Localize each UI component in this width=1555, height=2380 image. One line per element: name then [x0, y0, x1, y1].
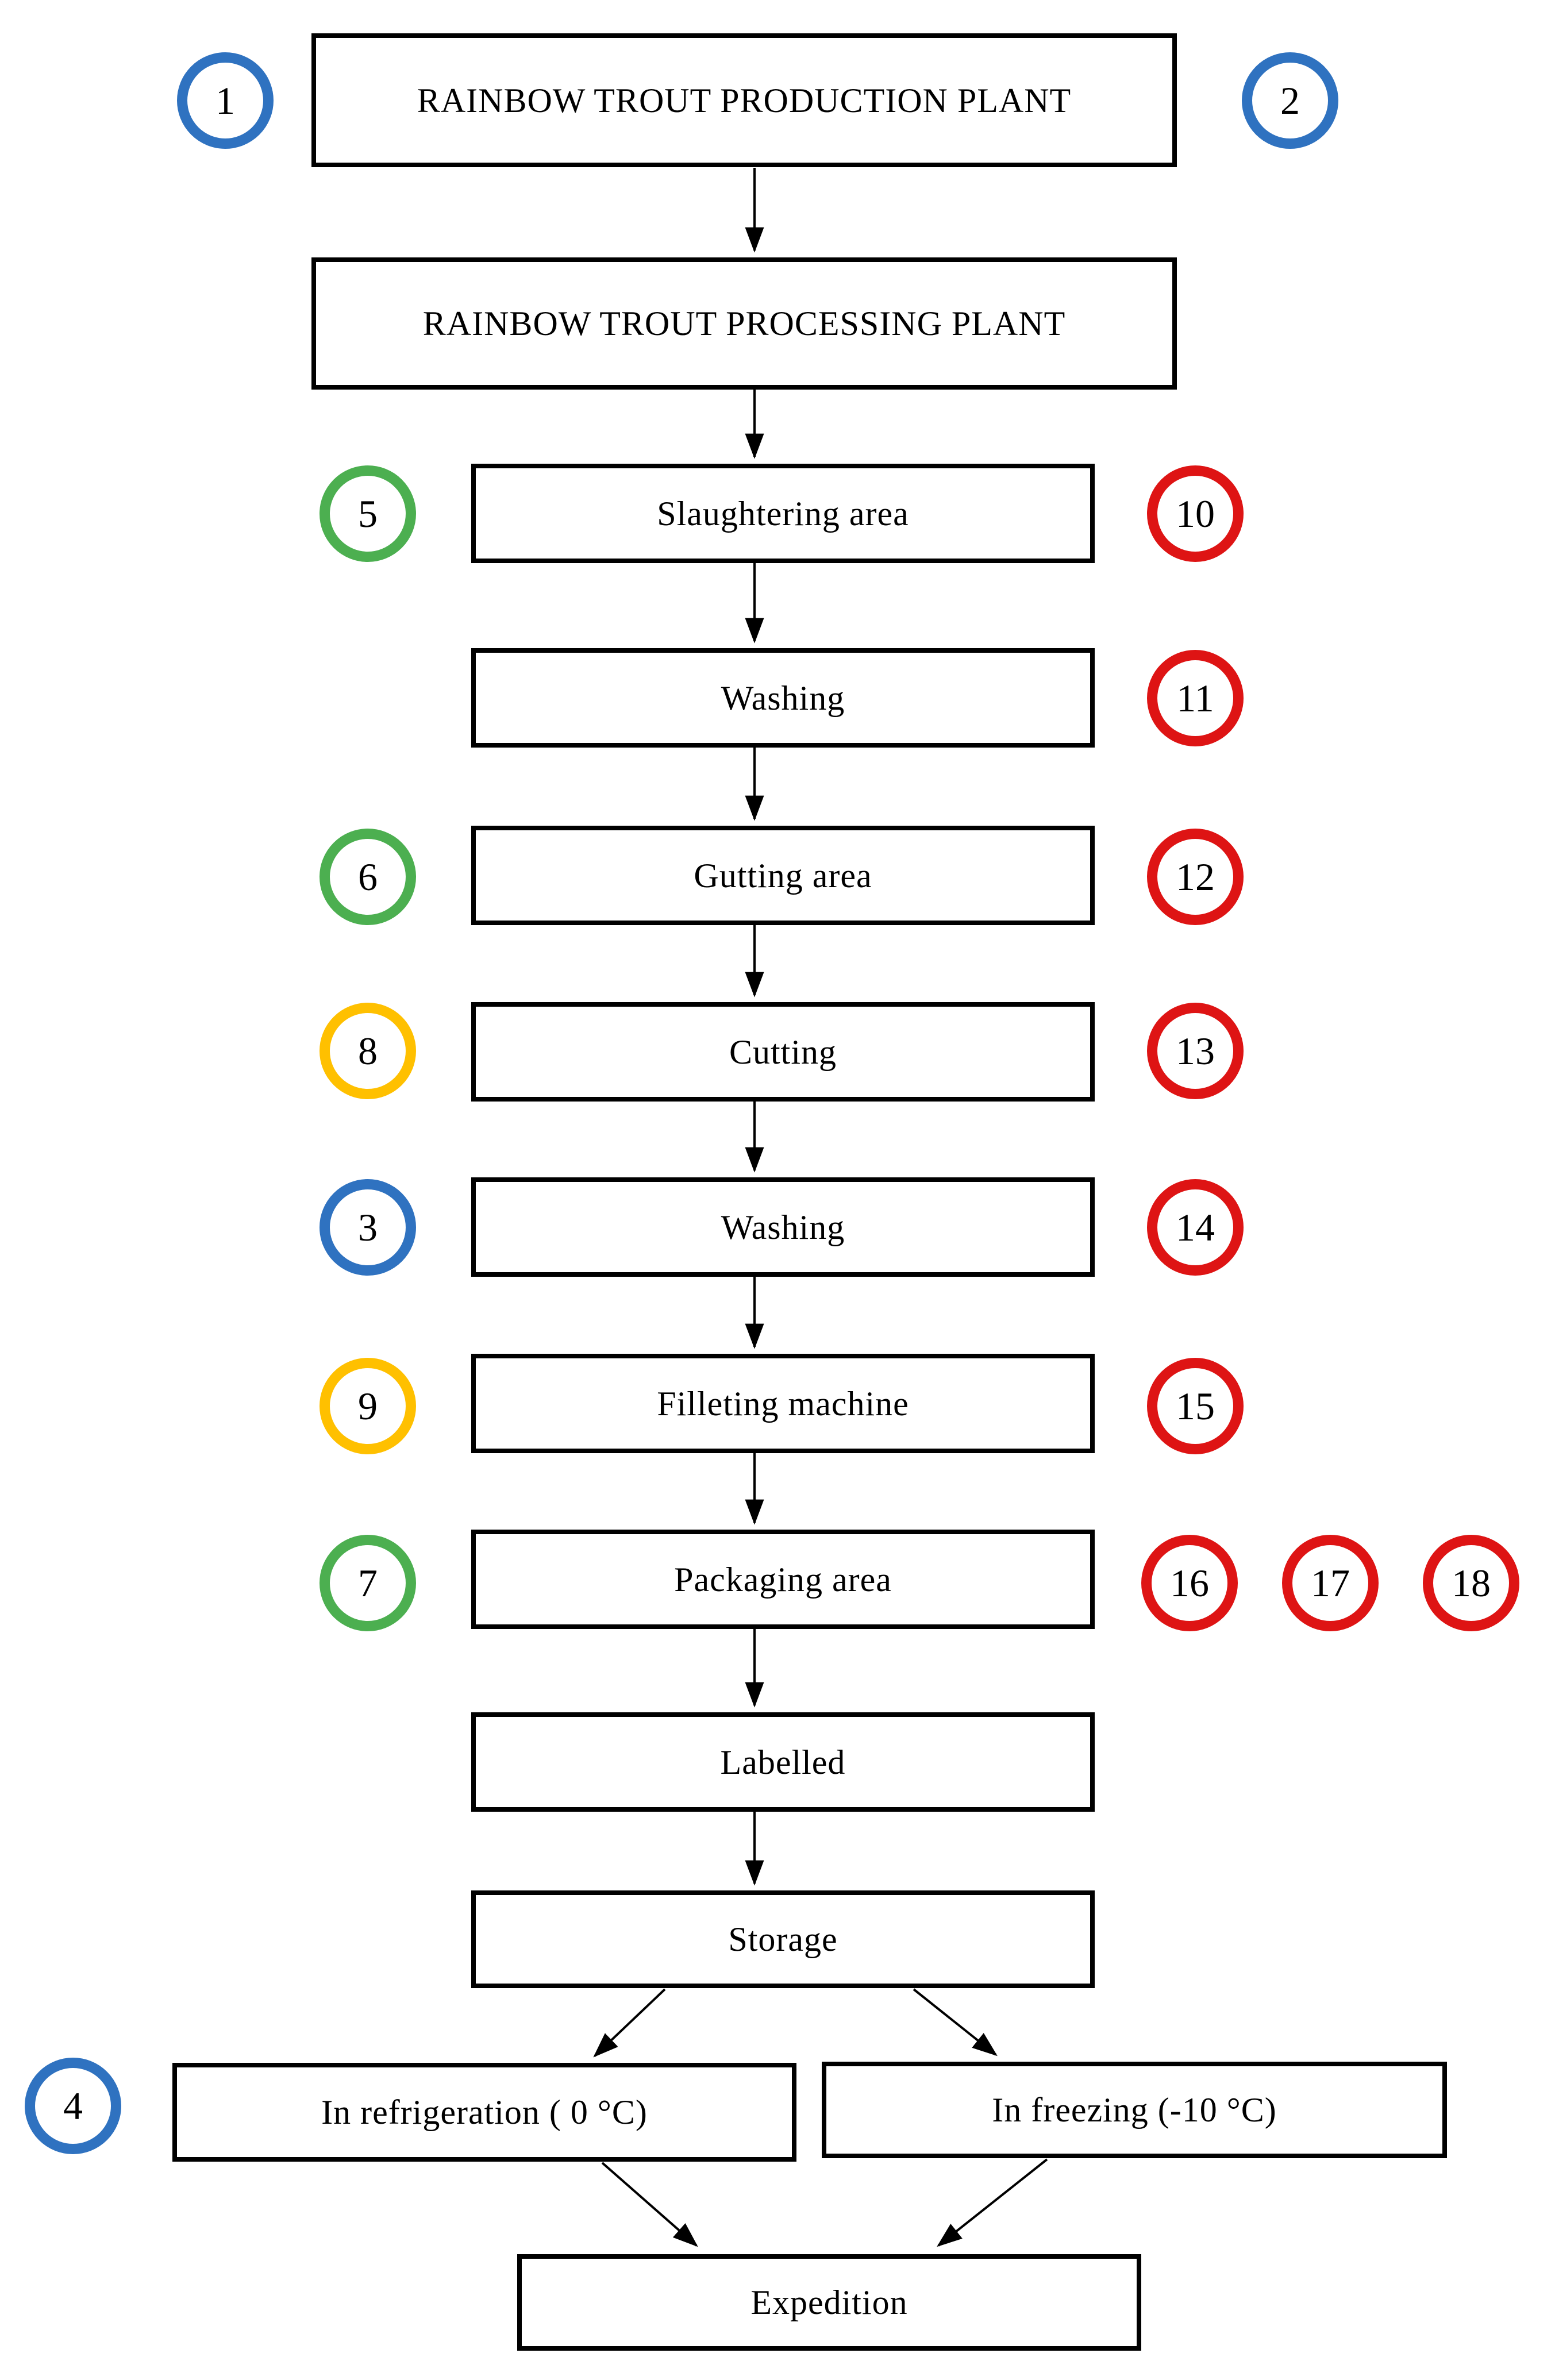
marker-number: 14	[1176, 1205, 1215, 1249]
marker-number: 18	[1452, 1561, 1491, 1605]
marker-number: 10	[1176, 491, 1215, 536]
marker-number: 12	[1176, 854, 1215, 899]
marker-number: 8	[358, 1029, 378, 1073]
node-in-freezing: In freezing (-10 °C)	[822, 2062, 1447, 2158]
marker-circle-7: 7	[320, 1535, 416, 1631]
marker-circle-11: 11	[1147, 650, 1244, 746]
marker-circle-15: 15	[1147, 1358, 1244, 1454]
marker-number: 2	[1280, 78, 1300, 122]
node-expedition: Expedition	[517, 2254, 1141, 2351]
marker-circle-13: 13	[1147, 1003, 1244, 1099]
node-gutting-area: Gutting area	[471, 826, 1095, 925]
marker-circle-1: 1	[177, 52, 274, 149]
marker-circle-5: 5	[320, 465, 416, 562]
node-slaughtering-area: Slaughtering area	[471, 464, 1095, 563]
marker-circle-14: 14	[1147, 1179, 1244, 1276]
marker-circle-2: 2	[1242, 52, 1338, 149]
marker-number: 9	[358, 1384, 378, 1428]
marker-number: 13	[1176, 1029, 1215, 1073]
marker-number: 11	[1176, 676, 1214, 720]
marker-number: 7	[358, 1561, 378, 1605]
marker-circle-4: 4	[25, 2058, 121, 2154]
marker-number: 6	[358, 854, 378, 899]
node-washing-1: Washing	[471, 648, 1095, 748]
node-filleting-machine: Filleting machine	[471, 1354, 1095, 1453]
node-processing-plant: RAINBOW TROUT PROCESSING PLANT	[311, 257, 1177, 390]
node-packaging-area: Packaging area	[471, 1530, 1095, 1629]
node-in-refrigeration: In refrigeration ( 0 °C)	[172, 2063, 796, 2162]
marker-circle-16: 16	[1141, 1535, 1238, 1631]
marker-circle-18: 18	[1423, 1535, 1519, 1631]
marker-circle-9: 9	[320, 1358, 416, 1454]
marker-number: 1	[215, 78, 235, 122]
marker-circle-17: 17	[1282, 1535, 1379, 1631]
node-labelled: Labelled	[471, 1712, 1095, 1812]
node-production-plant: RAINBOW TROUT PRODUCTION PLANT	[311, 33, 1177, 167]
node-washing-2: Washing	[471, 1177, 1095, 1277]
marker-number: 15	[1176, 1384, 1215, 1428]
marker-number: 16	[1170, 1561, 1209, 1605]
marker-number: 5	[358, 491, 378, 536]
marker-circle-10: 10	[1147, 465, 1244, 562]
marker-circle-12: 12	[1147, 829, 1244, 925]
node-storage: Storage	[471, 1890, 1095, 1988]
marker-number: 17	[1311, 1561, 1350, 1605]
marker-circle-6: 6	[320, 829, 416, 925]
marker-circle-3: 3	[320, 1179, 416, 1276]
marker-circle-8: 8	[320, 1003, 416, 1099]
node-cutting: Cutting	[471, 1002, 1095, 1102]
marker-number: 4	[63, 2084, 83, 2128]
marker-number: 3	[358, 1205, 378, 1249]
